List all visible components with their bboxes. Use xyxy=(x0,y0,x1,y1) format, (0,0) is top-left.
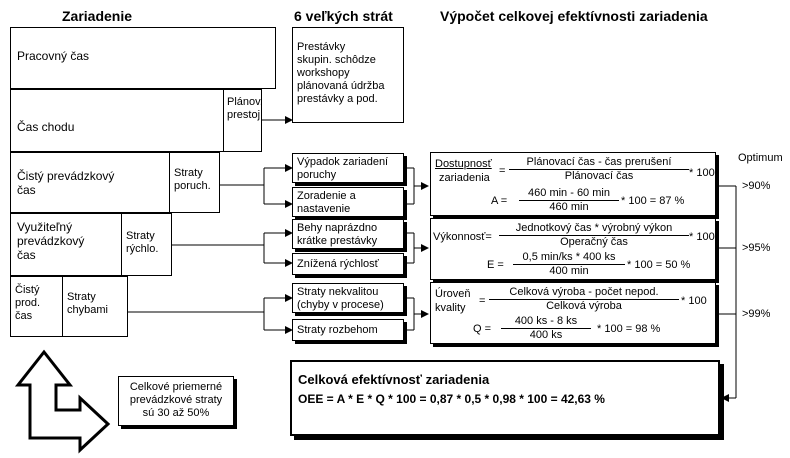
availability-numerator: Plánovací čas - čas prerušení xyxy=(509,156,689,170)
quality-numerator: Celková výroba - počet nepod. xyxy=(489,286,679,300)
performance-calc-numerator: 0,5 min/ks * 400 ks xyxy=(513,251,625,265)
speed-losses-label: Straty rýchlo. xyxy=(126,230,159,255)
average-losses-note-text: Celkové priemerné prevádzkové straty sú … xyxy=(129,381,223,419)
performance-denominator: Operačný čas xyxy=(560,236,628,248)
defect-losses-label: Straty chybami xyxy=(67,291,108,316)
net-productive-time-box: Čistý prod. čas xyxy=(10,276,63,337)
quality-variable: Q = xyxy=(473,323,492,335)
availability-denominator: Plánovací čas xyxy=(564,170,634,182)
net-productive-time-label: Čistý prod. čas xyxy=(15,284,41,322)
optimum-availability: >90% xyxy=(742,180,771,192)
header-equipment: Zariadenie xyxy=(62,8,133,24)
quality-mult: * 100 xyxy=(681,295,707,307)
availability-label-top: Dostupnosť xyxy=(435,158,492,170)
startup-losses-box: Straty rozbehom xyxy=(292,319,404,341)
availability-formula-box: Dostupnosť zariadenia = Plánovací čas - … xyxy=(430,152,716,216)
reduced-speed-label: Znížená rýchlosť xyxy=(297,258,379,270)
availability-calc-numerator: 460 min - 60 min xyxy=(519,187,619,201)
breakdowns-box: Výpadok zariadení poruchy xyxy=(292,153,404,183)
optimum-quality: >99% xyxy=(742,308,771,320)
breakdown-losses-label: Straty poruch. xyxy=(174,167,211,192)
optimum-label: Optimum xyxy=(738,152,783,164)
availability-fraction: Plánovací čas - čas prerušení Plánovací … xyxy=(509,156,689,183)
startup-losses-label: Straty rozbehom xyxy=(297,324,378,336)
quality-result: * 100 = 98 % xyxy=(597,323,661,335)
performance-label: Výkonnosť= xyxy=(433,231,492,243)
quality-defects-label: Straty nekvalitou (chyby v procese) xyxy=(297,286,384,311)
performance-fraction: Jednotkový čas * výrobný výkon Operačný … xyxy=(499,222,689,249)
quality-fraction: Celková výroba - počet nepod. Celková vý… xyxy=(489,286,679,313)
performance-variable: E = xyxy=(487,259,504,271)
oee-formula: OEE = A * E * Q * 100 = 0,87 * 0,5 * 0,9… xyxy=(298,392,605,406)
oee-title: Celková efektívnosť zariadenia xyxy=(298,372,490,387)
header-calculation: Výpočet celkovej efektívnosti zariadenia xyxy=(440,8,708,24)
planned-stop-label: Plánov. prestoj xyxy=(227,96,263,121)
availability-result: * 100 = 87 % xyxy=(621,195,685,207)
quality-calc-numerator: 400 ks - 8 ks xyxy=(501,315,591,329)
planned-losses-box: Prestávky skupin. schôdze workshopy plán… xyxy=(292,27,404,123)
setup-label: Zoradenie a nastavenie xyxy=(297,190,356,215)
quality-calc-fraction: 400 ks - 8 ks 400 ks xyxy=(501,315,591,342)
availability-calc-fraction: 460 min - 60 min 460 min xyxy=(519,187,619,214)
quality-calc-denominator: 400 ks xyxy=(529,329,563,341)
availability-variable: A = xyxy=(491,195,508,207)
performance-mult: * 100 xyxy=(689,231,715,243)
planned-stop-box: Plánov. prestoj xyxy=(223,89,263,152)
availability-mult: * 100 xyxy=(689,167,715,179)
speed-losses-box: Straty rýchlo. xyxy=(121,213,172,276)
performance-formula-box: Výkonnosť= Jednotkový čas * výrobný výko… xyxy=(430,218,716,280)
idling-box: Behy naprázdno krátke prestávky xyxy=(292,219,404,249)
quality-label-top: Úroveň xyxy=(435,288,471,300)
performance-result: * 100 = 50 % xyxy=(627,259,691,271)
performance-numerator: Jednotkový čas * výrobný výkon xyxy=(499,222,689,236)
upward-bent-arrow-icon xyxy=(14,349,111,454)
performance-calc-denominator: 400 min xyxy=(549,265,589,277)
performance-calc-fraction: 0,5 min/ks * 400 ks 400 min xyxy=(513,251,625,278)
quality-label-bottom: kvality xyxy=(435,302,466,314)
oee-box: Celková efektívnosť zariadenia OEE = A *… xyxy=(290,360,720,436)
run-time-box: Čas chodu xyxy=(10,89,224,152)
breakdowns-label: Výpadok zariadení poruchy xyxy=(297,156,389,181)
utilized-operating-time-box: Využiteľný prevádzkový čas xyxy=(10,213,122,276)
utilized-operating-time-label: Využiteľný prevádzkový čas xyxy=(17,220,85,262)
quality-equals: = xyxy=(479,295,486,307)
net-operating-time-label: Čistý prevádzkový čas xyxy=(17,169,115,197)
defect-losses-box: Straty chybami xyxy=(62,276,128,337)
quality-formula-box: Úroveň kvality = Celková výroba - počet … xyxy=(430,282,716,344)
quality-denominator: Celková výroba xyxy=(546,300,622,312)
availability-calc-denominator: 460 min xyxy=(549,201,589,213)
quality-defects-box: Straty nekvalitou (chyby v procese) xyxy=(292,283,404,313)
availability-label-bottom: zariadenia xyxy=(439,172,490,184)
planned-losses-text: Prestávky skupin. schôdze workshopy plán… xyxy=(297,41,385,105)
net-operating-time-box: Čistý prevádzkový čas xyxy=(10,152,170,213)
optimum-performance: >95% xyxy=(742,242,771,254)
availability-equals: = xyxy=(499,165,506,177)
average-losses-note: Celkové priemerné prevádzkové straty sú … xyxy=(118,376,234,426)
breakdown-losses-box: Straty poruch. xyxy=(169,152,220,213)
idling-label: Behy naprázdno krátke prestávky xyxy=(297,222,378,247)
run-time-label: Čas chodu xyxy=(17,120,75,134)
setup-box: Zoradenie a nastavenie xyxy=(292,187,404,217)
working-time-label: Pracovný čas xyxy=(17,49,90,63)
header-losses: 6 veľkých strát xyxy=(294,8,393,24)
working-time-box: Pracovný čas xyxy=(10,27,276,89)
reduced-speed-box: Znížená rýchlosť xyxy=(292,253,404,275)
